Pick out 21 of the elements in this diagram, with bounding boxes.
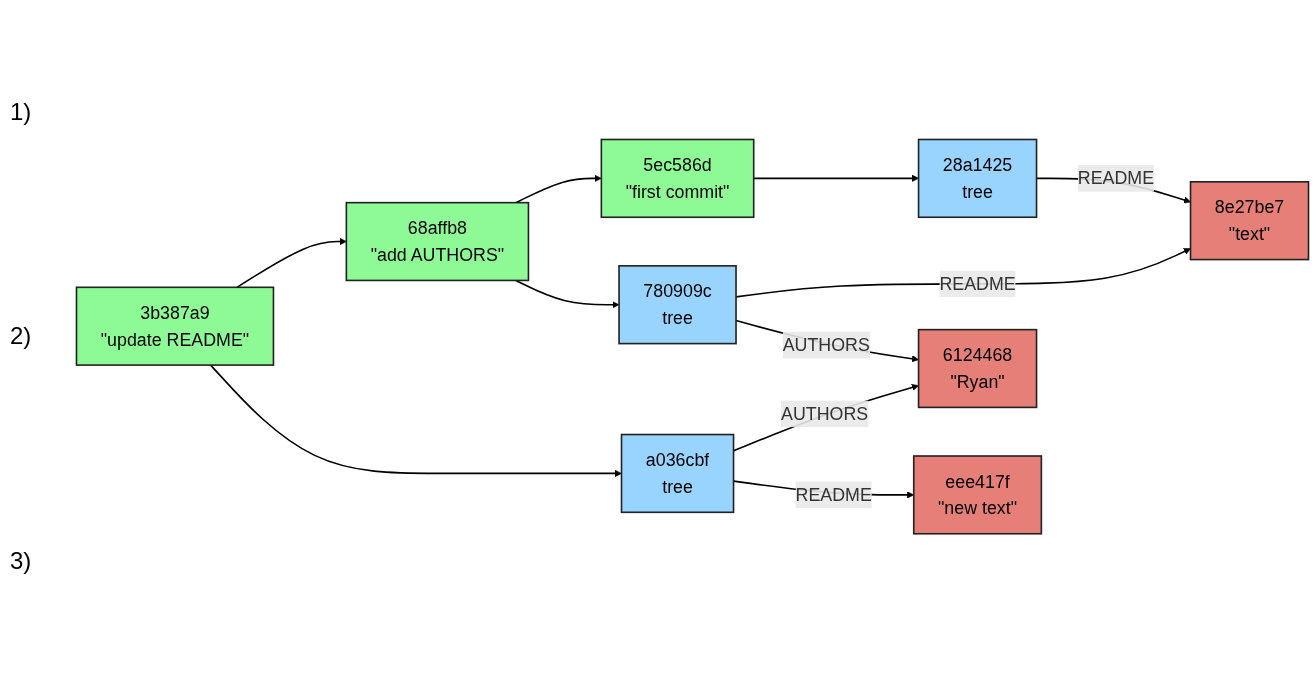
edge-label: README [795, 484, 872, 505]
row-number: 1) [10, 98, 33, 127]
edge-label: AUTHORS [781, 403, 869, 424]
arrow [515, 279, 620, 309]
row-number: 2) [10, 322, 33, 351]
arrow [209, 364, 622, 477]
edge-label: README [939, 273, 1016, 294]
node-box: 6124468 "Ryan" [917, 328, 1038, 409]
node-box: eee417f "new text" [912, 455, 1043, 535]
node-box: 68affb8 "add AUTHORS" [345, 201, 530, 282]
node-box: 8e27be7 "text" [1189, 180, 1310, 261]
edge-label: README [1077, 168, 1155, 189]
arrow [515, 174, 602, 204]
node-box: 28a1425 tree [917, 138, 1038, 218]
row-number: 3) [10, 546, 33, 575]
node-box: 3b387a9 "update README" [75, 286, 275, 366]
node-box: 780909c tree [618, 264, 737, 345]
node-box: a036cbf tree [620, 433, 735, 513]
node-box: 5ec586d "first commit" [600, 138, 755, 218]
edge-label: AUTHORS [782, 334, 870, 356]
arrow [236, 237, 347, 288]
